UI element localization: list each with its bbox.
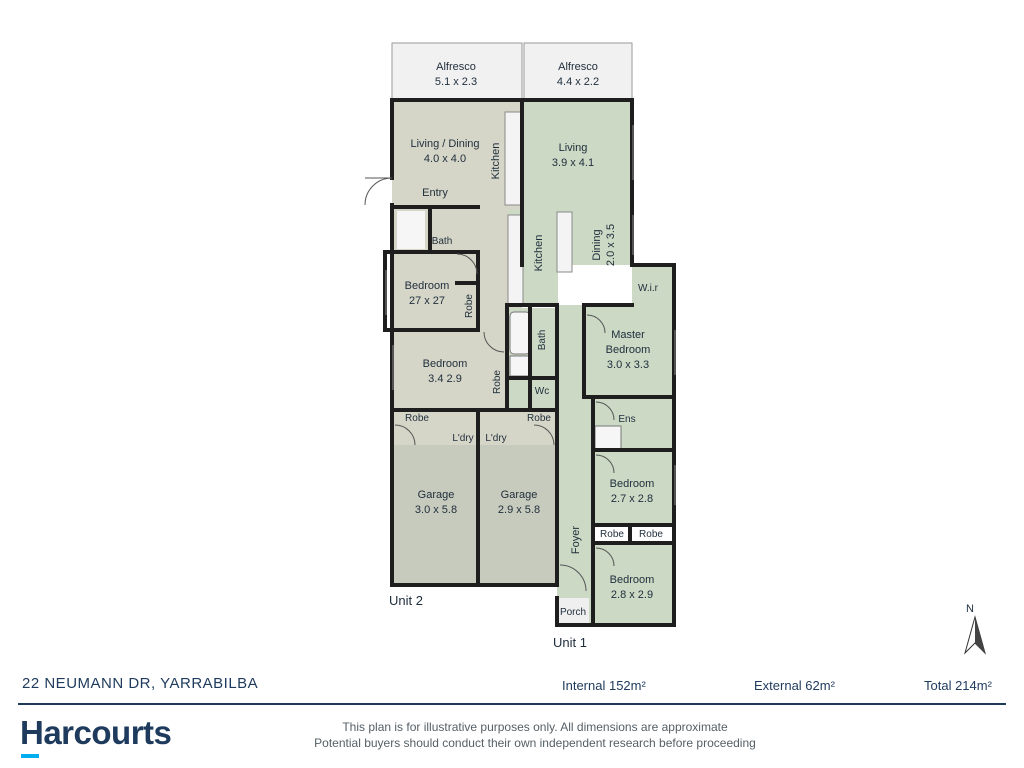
room-bedroom-b-name: Bedroom: [423, 358, 468, 370]
room-bedroom-c-size: 2.7 x 2.8: [611, 493, 653, 505]
property-address: 22 NEUMANN DR, YARRABILBA: [22, 675, 259, 692]
room-robe-f: Robe: [639, 529, 663, 540]
total-area: Total 214m²: [924, 678, 992, 693]
room-dining-unit1-name: Dining: [591, 229, 603, 260]
room-wir: W.i.r: [638, 283, 659, 294]
room-porch: Porch: [560, 607, 586, 618]
room-garage-unit2-size: 3.0 x 5.8: [415, 504, 457, 516]
unit1-bedroom-d-fill: [593, 543, 673, 625]
unit1-wir-fill: [632, 265, 674, 305]
door-swings: [364, 177, 615, 592]
windows: [385, 125, 676, 505]
room-master-name1: Master: [611, 329, 645, 341]
harcourts-logo: Harcourts: [20, 714, 172, 758]
disclaimer-line-1: This plan is for illustrative purposes o…: [342, 720, 728, 734]
room-robe-a: Robe: [464, 294, 475, 318]
room-bath-unit2: Bath: [432, 236, 453, 247]
internal-area: Internal 152m²: [562, 678, 646, 693]
room-robe-e: Robe: [600, 529, 624, 540]
room-bedroom-a-name: Bedroom: [405, 280, 450, 292]
unit1-bedroom-c-fill: [593, 450, 673, 525]
room-living-unit1-name: Living: [559, 142, 588, 154]
room-master-name2: Bedroom: [606, 344, 651, 356]
compass-arrow-shade: [975, 617, 985, 653]
room-alfresco-unit2-name: Alfresco: [436, 61, 476, 73]
room-bedroom-c-name: Bedroom: [610, 478, 655, 490]
external-area: External 62m²: [754, 678, 835, 693]
room-bedroom-a-size: 27 x 27: [409, 295, 445, 307]
room-wc: Wc: [535, 386, 549, 397]
alfresco-unit2: [391, 42, 523, 101]
brand-underline: [21, 754, 39, 758]
room-bedroom-d-size: 2.8 x 2.9: [611, 589, 653, 601]
room-living-dining-name: Living / Dining: [410, 138, 479, 150]
room-living-dining-size: 4.0 x 4.0: [424, 153, 466, 165]
room-robe-d: Robe: [527, 413, 551, 424]
room-foyer: Foyer: [570, 526, 582, 554]
room-alfresco-unit1-size: 4.4 x 2.2: [557, 76, 599, 88]
room-bedroom-d-name: Bedroom: [610, 574, 655, 586]
room-bath-unit1: Bath: [537, 330, 548, 351]
disclaimer-line-2: Potential buyers should conduct their ow…: [314, 736, 756, 750]
shower-bath: [509, 355, 531, 377]
room-garage-unit2-name: Garage: [418, 489, 455, 501]
room-kitchen-unit1: Kitchen: [533, 235, 545, 272]
room-alfresco-unit2-size: 5.1 x 2.3: [435, 76, 477, 88]
room-robe-b: Robe: [492, 370, 503, 394]
brand-name: Harcourts: [20, 714, 172, 751]
room-garage-unit1-name: Garage: [501, 489, 538, 501]
room-entry: Entry: [422, 187, 448, 199]
unit2-ldry-fill: [392, 410, 557, 445]
shower-ens: [594, 425, 622, 451]
room-kitchen-unit2: Kitchen: [490, 143, 502, 180]
room-ens: Ens: [618, 414, 635, 425]
room-garage-unit1-size: 2.9 x 5.8: [498, 504, 540, 516]
bathtub: [509, 311, 531, 355]
room-living-unit1-size: 3.9 x 4.1: [552, 157, 594, 169]
porch-fill: [557, 598, 589, 625]
unit1-label: Unit 1: [553, 635, 587, 650]
garage-unit1-fill: [480, 445, 557, 585]
room-ldry-unit2: L'dry: [452, 433, 473, 444]
room-ldry-unit1: L'dry: [485, 433, 506, 444]
room-alfresco-unit1-name: Alfresco: [558, 61, 598, 73]
footer-divider: [18, 703, 1006, 705]
bath-unit2-fill: [397, 211, 425, 249]
room-master-size: 3.0 x 3.3: [607, 359, 649, 371]
compass-north-label: N: [966, 603, 974, 615]
kitchen-island: [556, 211, 573, 273]
room-robe-c: Robe: [405, 413, 429, 424]
unit2-label: Unit 2: [389, 593, 423, 608]
room-bedroom-b-size: 3.4 2.9: [428, 373, 462, 385]
alfresco-unit1: [523, 42, 633, 101]
room-dining-unit1-size: 2.0 x 3.5: [605, 224, 617, 266]
kitchen-bench-unit2: [504, 111, 522, 206]
unit2-bedroom-b-fill: [392, 330, 507, 410]
unit1-master-fill: [584, 305, 674, 397]
walls: [383, 98, 676, 627]
garage-unit2-fill: [392, 445, 477, 585]
